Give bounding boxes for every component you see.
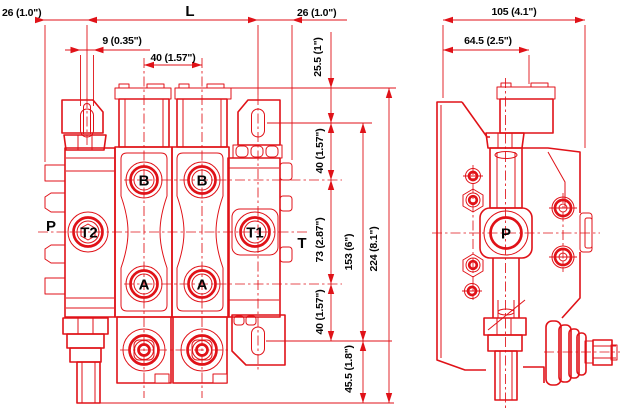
dim-slot-width: 9 (0.35") — [102, 35, 141, 47]
dim-b-to-a: 73 (2.87") — [314, 217, 326, 262]
port-b2: B — [183, 161, 221, 199]
dim-body-depth: 64.5 (2.5") — [464, 35, 512, 47]
side-lower-stem — [483, 258, 527, 401]
port-label-b2: B — [197, 173, 208, 190]
dim-offset-right: 26 (1.0") — [297, 7, 336, 19]
dim-top-to-slot: 25.5 (1") — [312, 37, 324, 76]
dim-bottom-slot-to-end: 45.5 (1.8") — [343, 345, 355, 393]
port-label-p: P — [46, 218, 56, 235]
side-lever-joint — [545, 320, 618, 386]
front-centerlines — [38, 58, 342, 398]
side-right-bolts — [549, 196, 593, 269]
dim-slot-span: 153 (6") — [343, 234, 355, 271]
side-view: P — [432, 6, 620, 408]
port-label-t1: T1 — [246, 225, 264, 242]
dim-length: L — [185, 3, 194, 20]
side-dimensions: 105 (4.1") 64.5 (2.5") — [442, 6, 586, 148]
side-spool-cap — [485, 82, 556, 209]
bottom-boss-1 — [116, 316, 172, 384]
port-label-t: T — [297, 235, 306, 252]
port-label-t2: T2 — [80, 225, 98, 242]
dim-slot-to-b: 40 (1.57") — [314, 128, 326, 173]
port-label-a1: A — [139, 277, 150, 294]
spool-cap-1 — [114, 83, 172, 148]
port-label-b1: B — [139, 173, 150, 190]
dim-offset-left: 26 (1.0") — [2, 7, 41, 19]
port-label-side-p: P — [501, 226, 511, 243]
bottom-boss-2 — [172, 316, 228, 384]
dim-overall-depth: 105 (4.1") — [491, 6, 536, 18]
dim-a-to-bottom-slot: 40 (1.57") — [314, 289, 326, 334]
dim-overall-height: 224 (8.1") — [368, 226, 380, 271]
port-label-a2: A — [197, 277, 208, 294]
port-a1: A — [125, 265, 163, 303]
port-b1: B — [125, 161, 163, 199]
side-left-bolts — [462, 168, 484, 299]
port-a2: A — [183, 265, 221, 303]
dim-section-pitch: 40 (1.57") — [150, 52, 195, 64]
left-end-cap: T2 P — [44, 99, 116, 404]
front-dimensions: 26 (1.0") L 26 (1.0") 9 (0.35") 40 (1.57… — [2, 3, 396, 404]
side-port-p: P — [479, 207, 533, 259]
right-end-cap: T1 T — [227, 99, 307, 366]
front-view: B B A A — [2, 3, 396, 404]
spool-cap-2 — [174, 83, 232, 148]
side-centerlines — [432, 78, 620, 408]
